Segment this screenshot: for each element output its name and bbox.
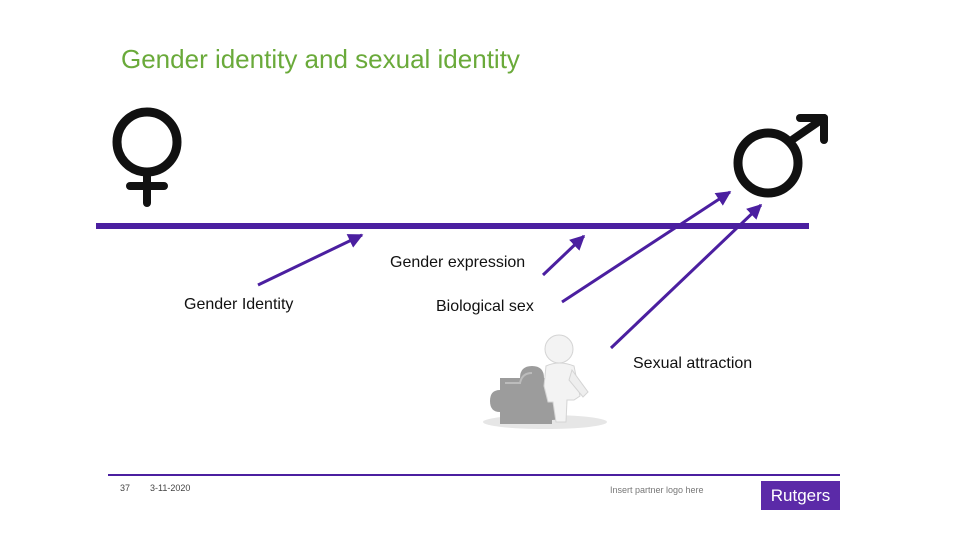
gender-expression-label: Gender expression (390, 254, 526, 271)
male-symbol-icon (733, 114, 828, 198)
gender-identity-arrow (257, 233, 364, 287)
biological-sex-arrow (561, 190, 732, 304)
slide-title: Gender identity and sexual identity (121, 44, 520, 74)
person-with-puzzle-piece-icon (483, 334, 607, 429)
gender-identity-label: Gender Identity (184, 296, 294, 313)
partner-logo-placeholder: Insert partner logo here (610, 485, 704, 495)
footer-date: 3-11-2020 (150, 483, 191, 493)
female-symbol-icon (112, 107, 182, 207)
rutgers-logo: Rutgers (761, 481, 840, 510)
page-number: 37 (120, 483, 131, 493)
footer-divider (108, 474, 840, 476)
sexual-attraction-label: Sexual attraction (633, 355, 753, 372)
sexual-attraction-arrow (609, 203, 763, 350)
gender-expression-arrow (541, 234, 586, 277)
biological-sex-label: Biological sex (436, 298, 534, 315)
